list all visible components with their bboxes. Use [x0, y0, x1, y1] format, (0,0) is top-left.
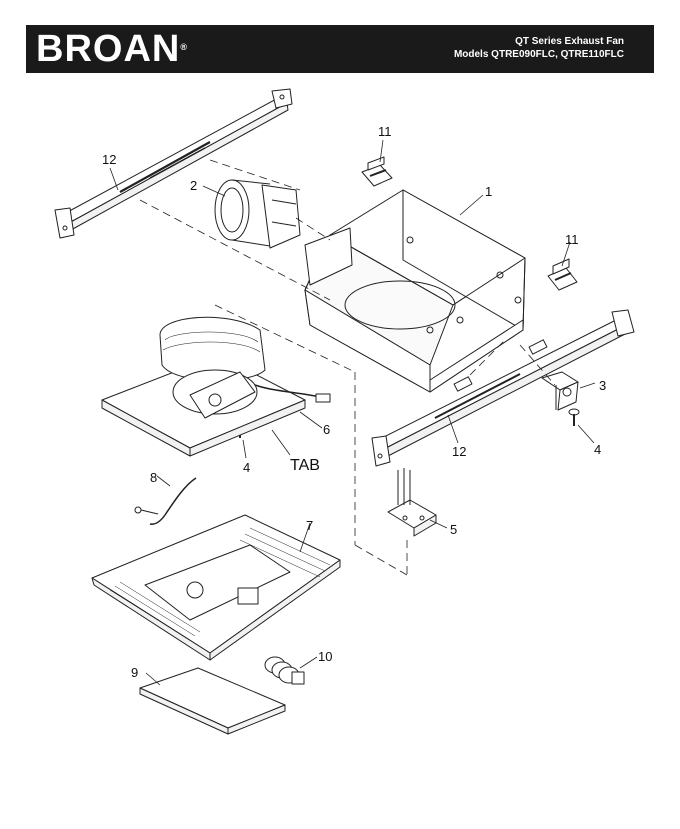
callout-6: 6	[323, 422, 330, 437]
callout-3: 3	[599, 378, 606, 393]
header-bar: BROAN® QT Series Exhaust Fan Models QTRE…	[26, 25, 654, 73]
callout-4-left: 4	[243, 460, 250, 475]
hanger-bar-upper	[54, 88, 293, 239]
callout-9: 9	[131, 665, 138, 680]
callout-5: 5	[450, 522, 457, 537]
alignment-lines	[139, 159, 556, 576]
callout-tab: TAB	[290, 457, 320, 474]
callout-11-upper: 11	[378, 124, 392, 139]
callout-8: 8	[150, 470, 157, 485]
broan-logo: BROAN®	[36, 28, 187, 70]
light-grille	[91, 514, 341, 661]
ground-wire	[134, 477, 197, 525]
product-title: QT Series Exhaust Fan	[515, 36, 624, 47]
callout-12-upper: 12	[102, 152, 116, 167]
blower-assembly	[101, 316, 331, 457]
registered-mark: ®	[180, 42, 187, 52]
callout-11-right: 11	[565, 232, 579, 247]
mounting-clip-right	[547, 258, 578, 291]
callout-4-right: 4	[594, 442, 601, 457]
model-numbers: Models QTRE090FLC, QTRE110FLC	[453, 49, 624, 60]
mounting-bracket	[541, 371, 579, 411]
brand-text: BROAN	[36, 28, 181, 70]
electrical-receptacle	[387, 468, 437, 537]
mounting-clip-left	[361, 156, 393, 187]
callout-2: 2	[190, 178, 197, 193]
fan-housing	[304, 189, 526, 393]
screw-right	[568, 408, 580, 426]
hanger-bar-lower	[371, 309, 635, 467]
callout-1: 1	[485, 184, 492, 199]
callout-12-lower: 12	[452, 444, 466, 459]
light-lens	[139, 667, 286, 735]
callout-7: 7	[306, 518, 313, 533]
duct-connector	[214, 179, 301, 249]
callout-10: 10	[318, 649, 332, 664]
cfl-bulb	[264, 656, 305, 685]
leader-lines	[109, 139, 596, 686]
